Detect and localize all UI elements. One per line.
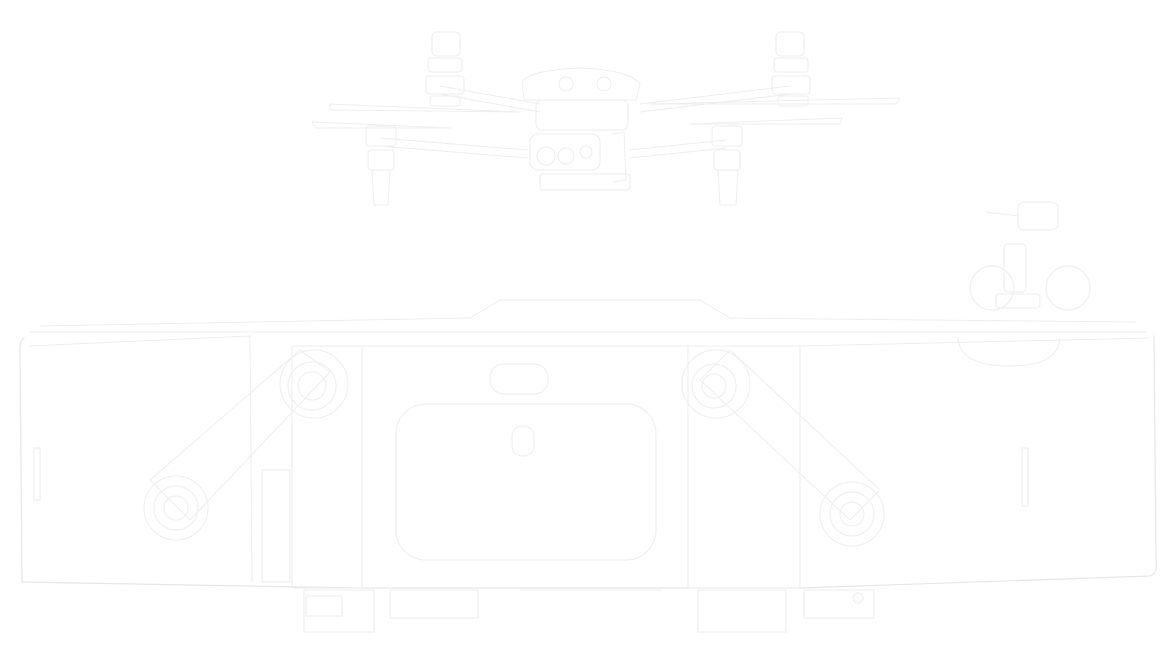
drone-case-icon [19,201,1157,633]
drone-icon [311,31,901,206]
